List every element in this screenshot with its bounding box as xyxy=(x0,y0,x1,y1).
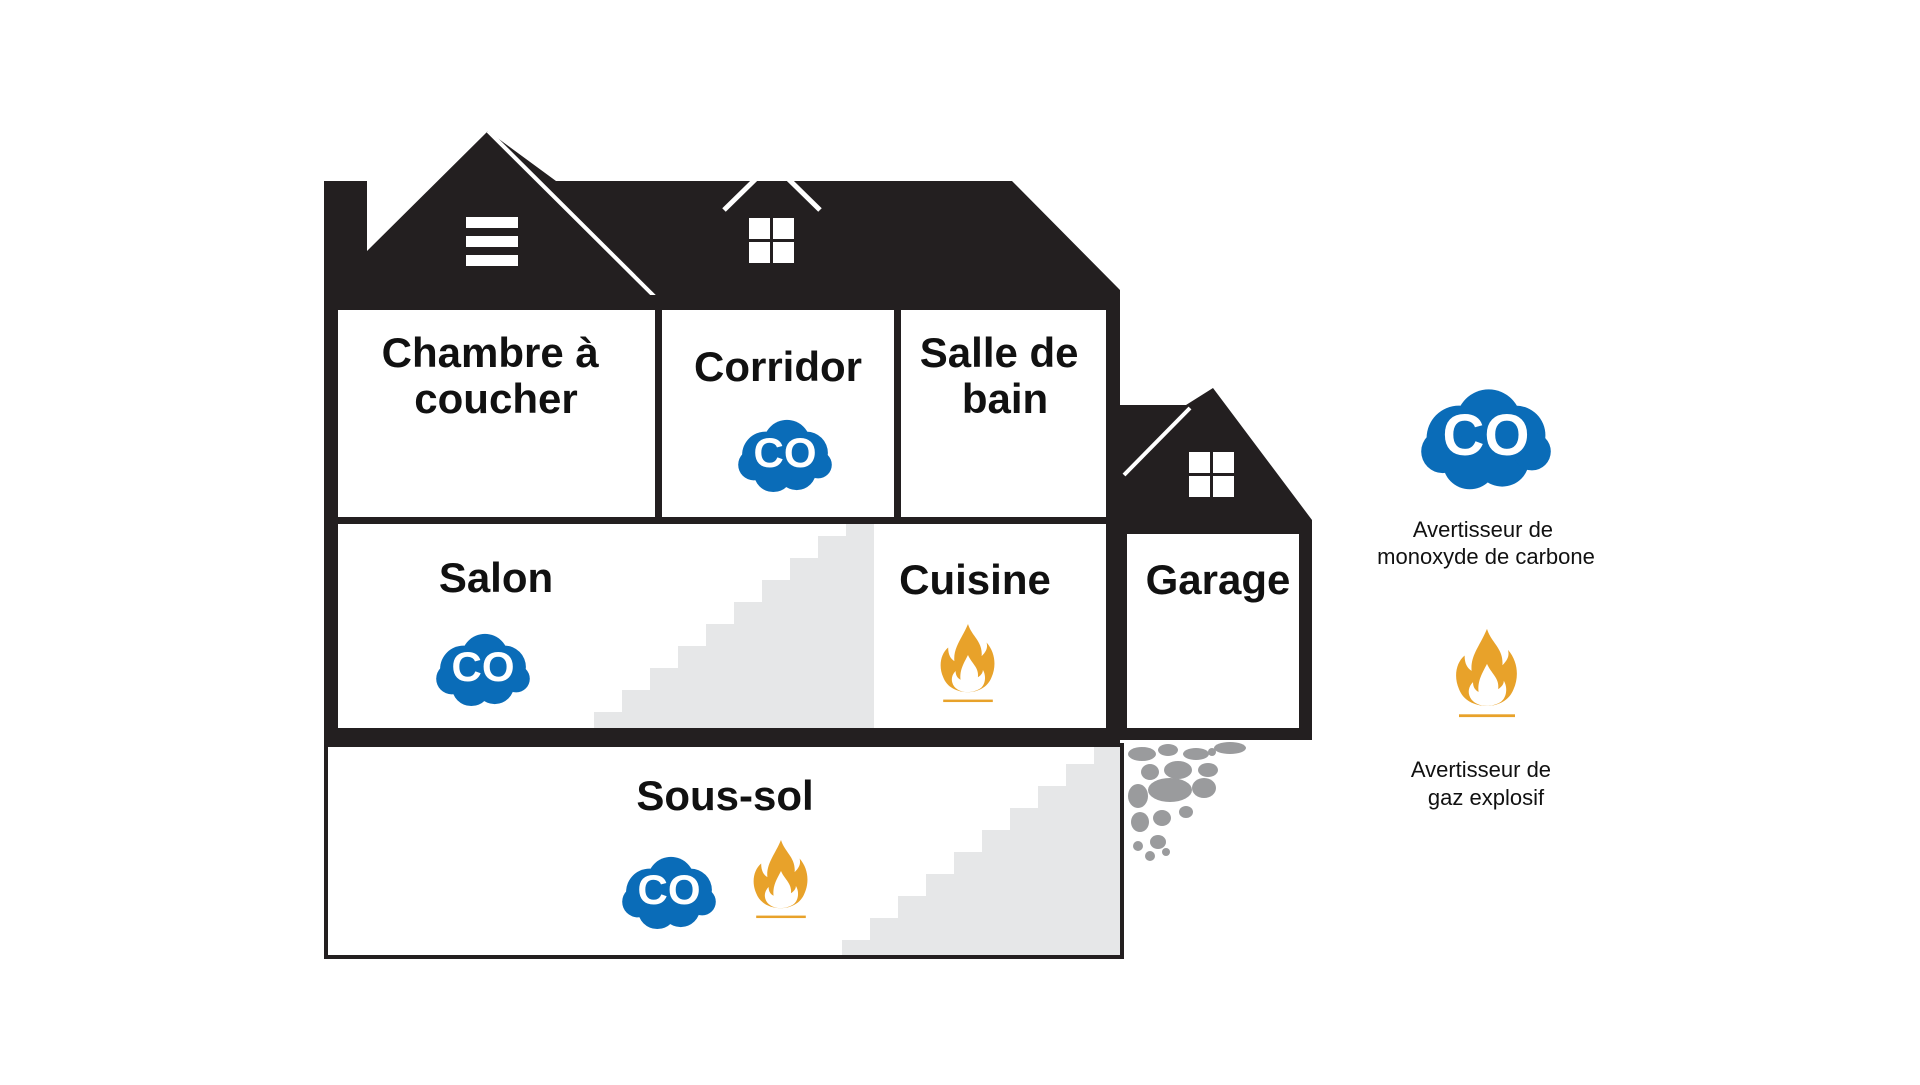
room-label-basement: Sous-sol xyxy=(636,772,813,819)
co-cloud-icon: CO xyxy=(1421,389,1551,490)
garage-roof-line xyxy=(1122,406,1192,477)
room-garage xyxy=(1127,534,1299,728)
co-cloud-icon: CO xyxy=(622,856,716,930)
svg-text:CO: CO xyxy=(452,643,515,690)
room-label-kitchen: Cuisine xyxy=(899,556,1051,603)
room-label-corridor: Corridor xyxy=(694,343,862,390)
roof-ridge-line xyxy=(486,129,660,302)
co-cloud-icon: CO xyxy=(738,419,832,493)
window-grid-icon xyxy=(749,218,794,263)
stairs-ground-floor xyxy=(594,524,874,728)
room-label-bedroom: Chambre à coucher xyxy=(382,329,611,422)
co-cloud-icon: CO xyxy=(436,633,530,707)
dormer-roof-line xyxy=(722,159,822,212)
window-grid-icon xyxy=(1189,452,1234,497)
gravel-stones xyxy=(1128,742,1246,861)
room-label-living: Salon xyxy=(439,554,553,601)
svg-text:CO: CO xyxy=(754,429,817,476)
window-blinds-icon xyxy=(466,217,518,266)
legend-gas: Avertisseur de gaz explosif xyxy=(1411,628,1557,810)
room-bathroom xyxy=(901,310,1106,517)
svg-text:CO: CO xyxy=(638,866,701,913)
main-roof xyxy=(324,131,1120,300)
stairs-basement xyxy=(842,747,1120,955)
room-kitchen xyxy=(874,524,1106,728)
svg-text:CO: CO xyxy=(1443,403,1530,468)
legend-label-co: Avertisseur de monoxyde de carbone xyxy=(1377,517,1595,569)
legend-co: CO Avertisseur de monoxyde de carbone xyxy=(1377,389,1595,569)
room-label-garage: Garage xyxy=(1146,556,1291,603)
room-bedroom xyxy=(338,310,655,517)
flame-icon xyxy=(1456,628,1517,718)
legend-label-gas: Avertisseur de gaz explosif xyxy=(1411,757,1557,810)
room-label-bathroom: Salle de bain xyxy=(920,329,1090,422)
